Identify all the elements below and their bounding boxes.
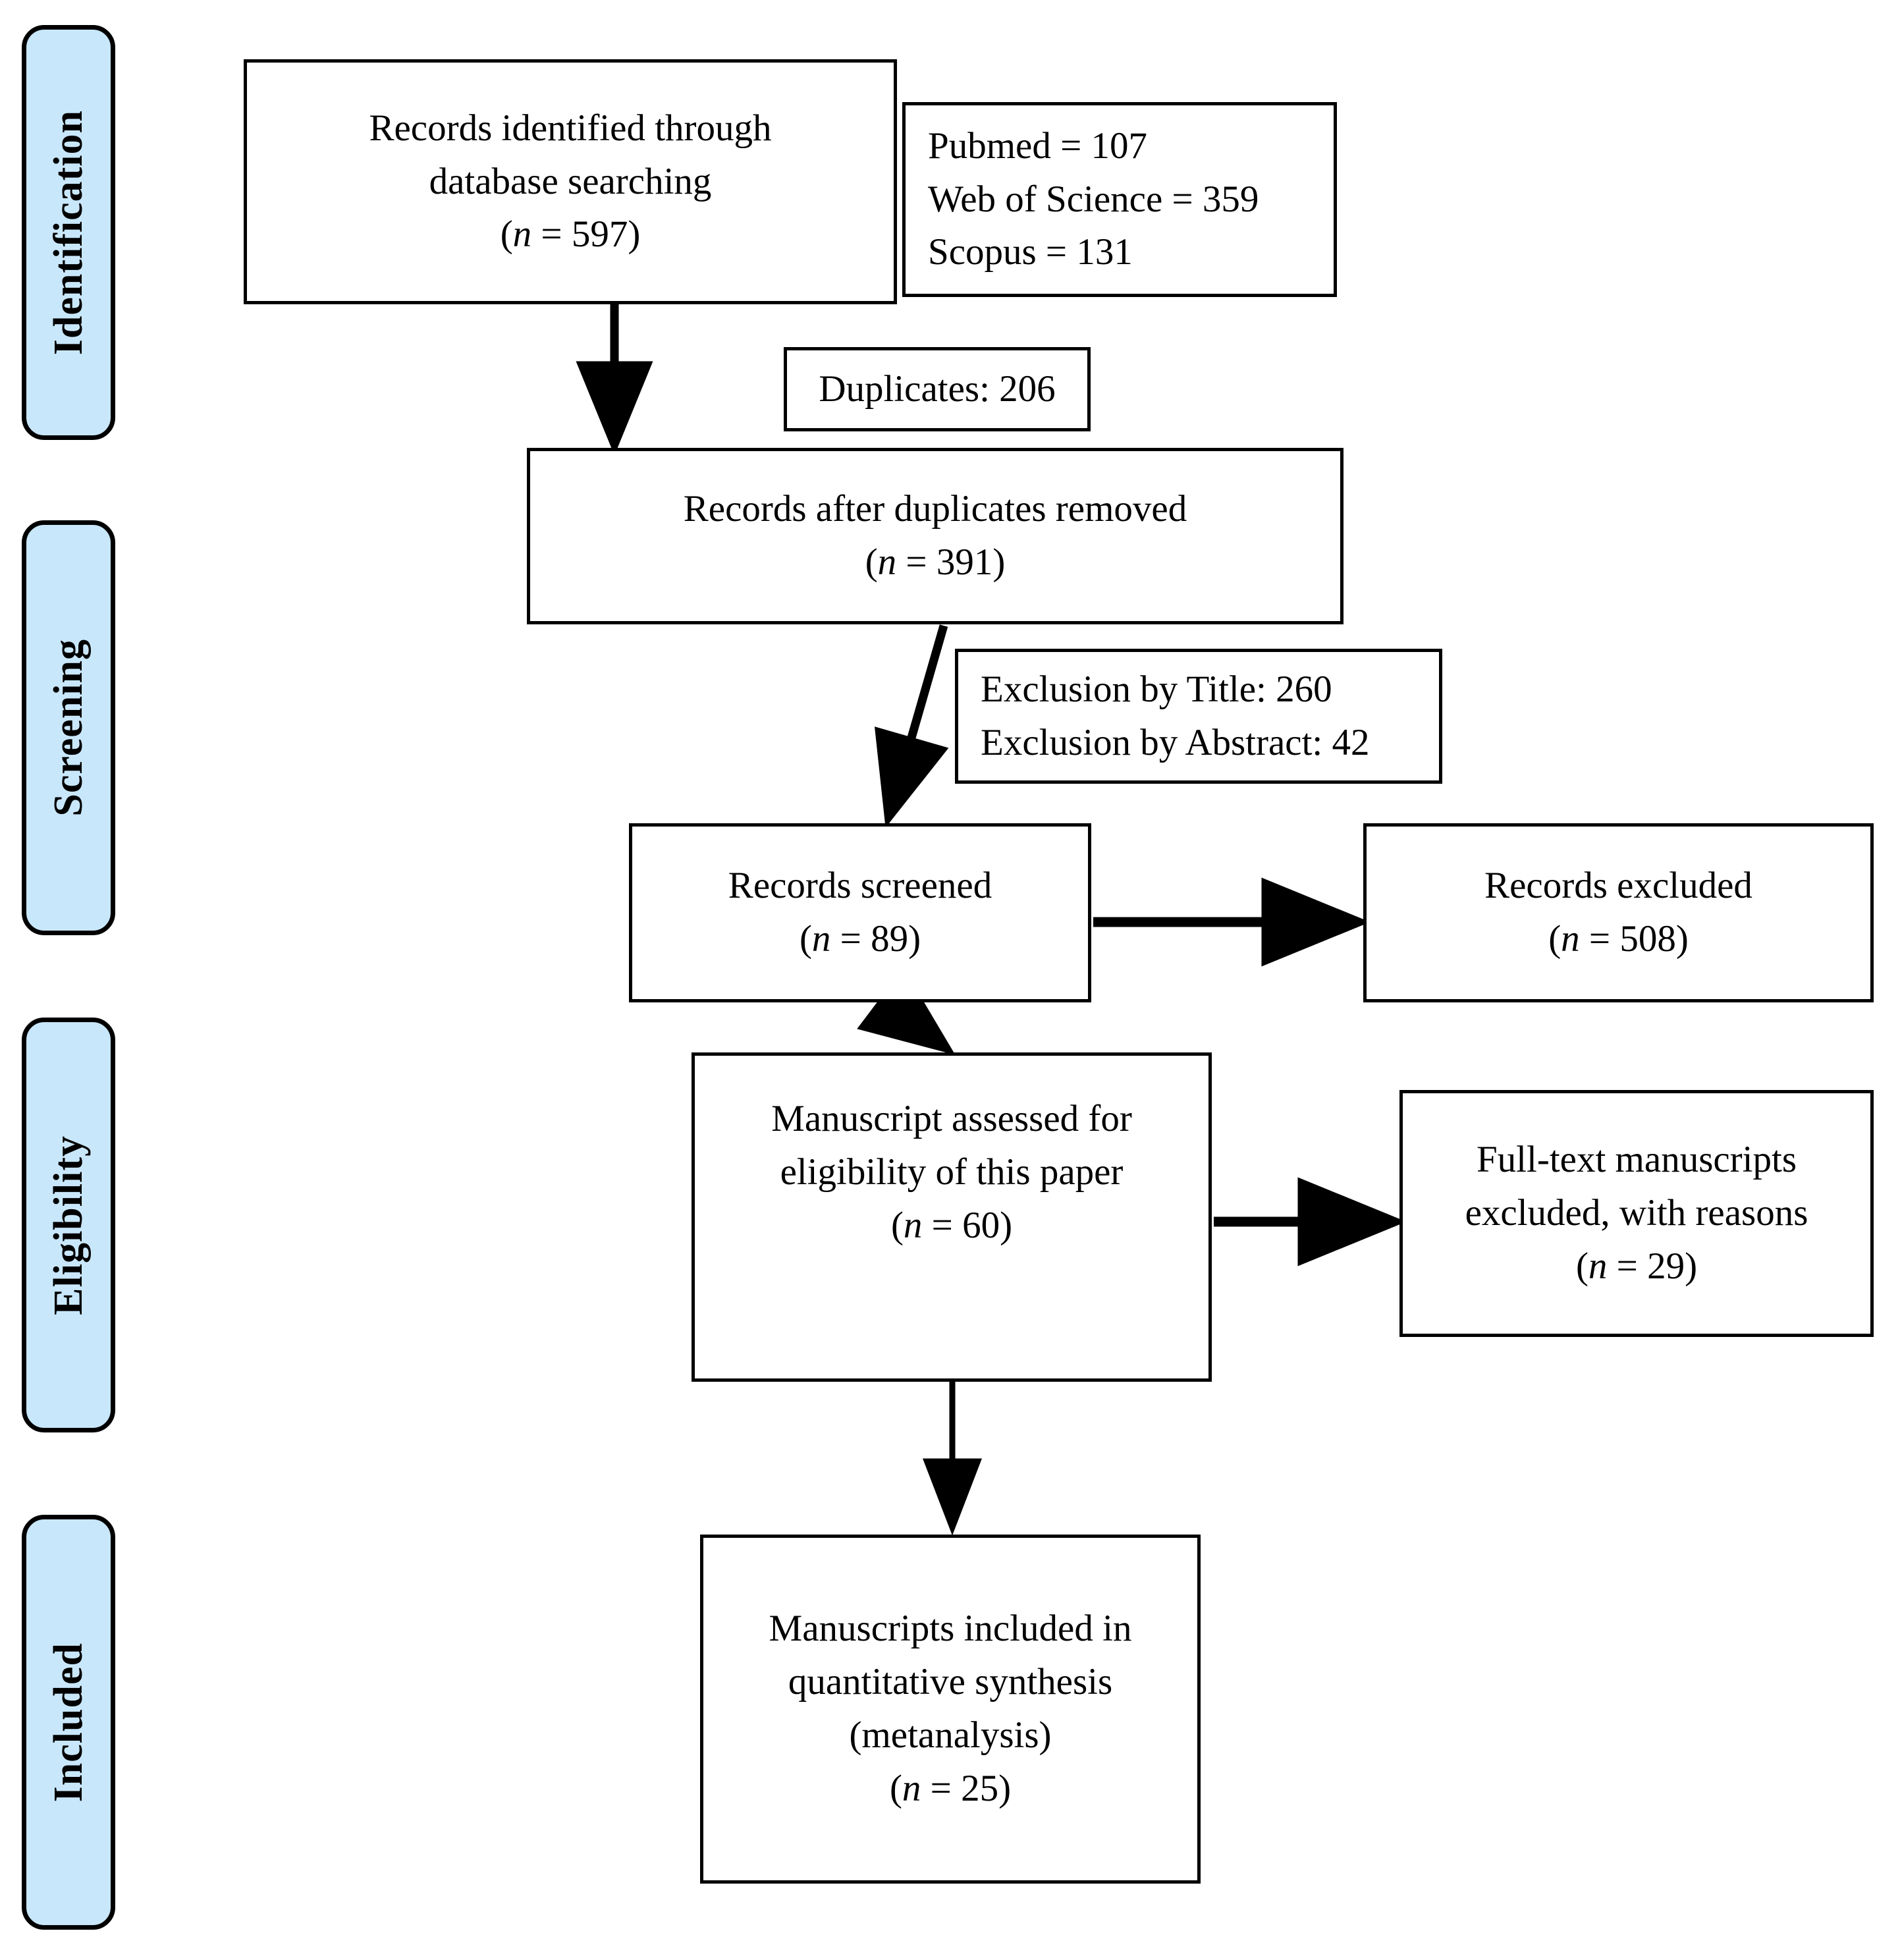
records-screened-count: (n = 89)	[800, 913, 921, 966]
count-value: = 508)	[1579, 918, 1689, 960]
records-excluded-count: (n = 508)	[1548, 913, 1689, 966]
n-symbol: n	[512, 213, 532, 256]
n-symbol: n	[1561, 918, 1580, 960]
after-duplicates-line1: Records after duplicates removed	[683, 488, 1187, 530]
phase-identification: Identification	[22, 25, 115, 440]
count-value: = 391)	[896, 541, 1006, 583]
records-identified-line1: Records identified through	[369, 107, 772, 149]
database-count-pubmed: Pubmed = 107	[928, 124, 1147, 167]
n-symbol: n	[903, 1204, 923, 1246]
eligibility-assessed-line1: Manuscript assessed for	[771, 1098, 1132, 1139]
paren-open: (	[865, 541, 878, 583]
duplicates-label: Duplicates: 206	[819, 368, 1056, 410]
box-database-counts: Pubmed = 107 Web of Science = 359 Scopus…	[902, 102, 1337, 297]
connector-afterdup-to-screened	[874, 624, 949, 828]
paren-open: (	[799, 918, 812, 960]
eligibility-assessed-line2: eligibility of this paper	[780, 1151, 1124, 1193]
database-count-web-of-science: Web of Science = 359	[928, 178, 1259, 220]
phase-included-label: Included	[46, 1642, 91, 1803]
phase-screening: Screening	[22, 520, 115, 935]
box-fulltext-excluded: Full-text manuscripts excluded, with rea…	[1399, 1090, 1874, 1337]
database-count-scopus: Scopus = 131	[928, 231, 1133, 273]
fulltext-excluded-line1: Full-text manuscripts	[1476, 1139, 1797, 1181]
box-records-screened: Records screened (n = 89)	[629, 823, 1091, 1002]
n-symbol: n	[902, 1767, 921, 1809]
box-included-final: Manuscripts included in quantitative syn…	[700, 1535, 1201, 1884]
box-exclusion-reasons: Exclusion by Title: 260 Exclusion by Abs…	[955, 649, 1442, 784]
fulltext-excluded-count: (n = 29)	[1576, 1240, 1697, 1293]
n-symbol: n	[877, 541, 897, 583]
count-value: = 29)	[1607, 1245, 1698, 1287]
box-duplicates: Duplicates: 206	[784, 347, 1091, 431]
paren-open: (	[1548, 918, 1561, 960]
count-value: = 597)	[531, 213, 641, 256]
phase-eligibility: Eligibility	[22, 1018, 115, 1432]
records-identified-line2: database searching	[429, 160, 712, 202]
paren-open: (	[500, 213, 513, 256]
included-final-line1: Manuscripts included in	[769, 1608, 1132, 1650]
n-symbol: n	[811, 918, 831, 960]
paren-open: (	[890, 1204, 904, 1246]
records-screened-line1: Records screened	[728, 865, 992, 907]
phase-eligibility-label: Eligibility	[46, 1135, 91, 1315]
count-value: = 89)	[830, 918, 921, 960]
box-records-excluded: Records excluded (n = 508)	[1363, 823, 1874, 1002]
exclusion-by-abstract: Exclusion by Abstract: 42	[981, 721, 1370, 763]
fulltext-excluded-line2: excluded, with reasons	[1465, 1192, 1808, 1234]
exclusion-by-title: Exclusion by Title: 260	[981, 668, 1332, 710]
included-final-line3: (metanalysis)	[849, 1714, 1052, 1756]
phase-included: Included	[22, 1515, 115, 1930]
count-value: = 60)	[922, 1204, 1013, 1246]
paren-open: (	[889, 1767, 902, 1809]
included-final-count: (n = 25)	[890, 1762, 1011, 1816]
phase-identification-label: Identification	[46, 109, 91, 356]
box-after-duplicates-removed: Records after duplicates removed (n = 39…	[527, 448, 1344, 624]
box-eligibility-assessed: Manuscript assessed for eligibility of t…	[692, 1052, 1212, 1382]
after-duplicates-count: (n = 391)	[865, 536, 1006, 589]
records-excluded-line1: Records excluded	[1484, 865, 1752, 907]
records-identified-count: (n = 597)	[501, 208, 641, 261]
connector-screened-to-eligibility	[857, 967, 956, 1055]
paren-open: (	[1575, 1245, 1588, 1287]
n-symbol: n	[1588, 1245, 1608, 1287]
count-value: = 25)	[921, 1767, 1012, 1809]
phase-screening-label: Screening	[46, 639, 91, 817]
box-records-identified: Records identified through database sear…	[244, 59, 897, 304]
eligibility-assessed-count: (n = 60)	[891, 1199, 1012, 1253]
included-final-line2: quantitative synthesis	[788, 1661, 1113, 1703]
